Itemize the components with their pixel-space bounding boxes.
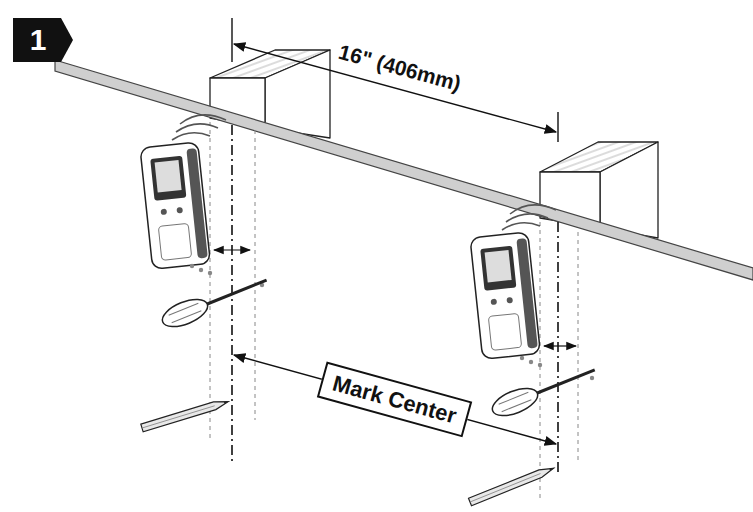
dimension-line: [232, 18, 558, 142]
scan-arrow: [214, 250, 576, 346]
dimension-line: [234, 355, 556, 444]
guide-line: [210, 122, 578, 500]
screwdriver: [489, 360, 599, 422]
screwdriver: [159, 270, 271, 332]
callout-text: Mark Center: [330, 371, 459, 429]
step-badge: 1: [13, 18, 73, 62]
step-number: 1: [30, 23, 47, 58]
stud-finder: [470, 232, 540, 359]
stud-finder: [140, 142, 210, 269]
drywall: [55, 60, 753, 280]
callout-box: Mark Center: [317, 362, 473, 438]
scan-dots: [190, 264, 594, 380]
signal-waves: [502, 205, 556, 230]
pencil: [141, 397, 231, 432]
dimension-label: 16" (406mm): [336, 40, 463, 96]
pencil: [469, 464, 557, 506]
center-line: [232, 125, 558, 475]
signal-waves: [172, 115, 226, 140]
